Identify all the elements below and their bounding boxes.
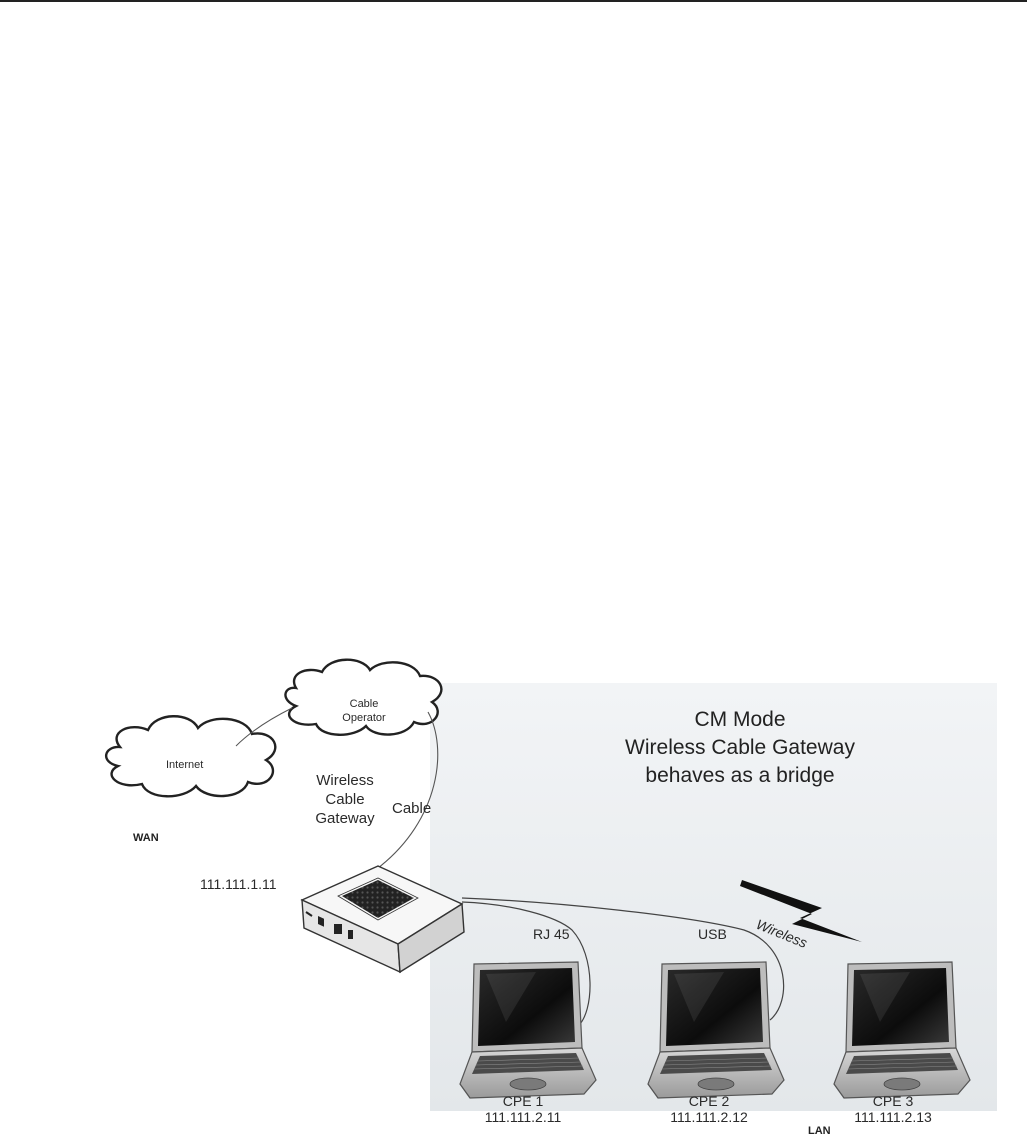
cpe-3-laptop-icon	[834, 962, 970, 1098]
cpe-1-name: CPE 1	[448, 1093, 598, 1109]
cpe-3-name: CPE 3	[818, 1093, 968, 1109]
cable-operator-label-line-1: Cable	[334, 697, 394, 711]
gateway-label-line-2: Cable	[300, 790, 390, 809]
diagram-title: CM Mode Wireless Cable Gateway behaves a…	[555, 706, 925, 790]
cable-link-label: Cable	[392, 800, 431, 817]
usb-link-label: USB	[698, 926, 727, 942]
wan-label: WAN	[133, 832, 159, 844]
gateway-label-line-3: Gateway	[300, 809, 390, 828]
cpe-2-laptop-icon	[648, 962, 784, 1098]
cable-operator-label: Cable Operator	[334, 697, 394, 725]
title-line-2: Wireless Cable Gateway	[555, 734, 925, 762]
gateway-ip: 111.111.1.11	[200, 876, 277, 892]
cable-operator-label-line-2: Operator	[334, 711, 394, 725]
cpe-1-ip: 111.111.2.11	[448, 1109, 598, 1125]
cpe-1-label: CPE 1 111.111.2.11	[448, 1093, 598, 1125]
lan-label: LAN	[808, 1125, 831, 1137]
gateway-label: Wireless Cable Gateway	[300, 771, 390, 828]
internet-cloud	[106, 716, 275, 796]
title-line-1: CM Mode	[555, 706, 925, 734]
cpe-3-label: CPE 3 111.111.2.13	[818, 1093, 968, 1125]
rj45-link-label: RJ 45	[533, 926, 570, 942]
gateway-label-line-1: Wireless	[300, 771, 390, 790]
cpe-2-name: CPE 2	[634, 1093, 784, 1109]
cpe-2-ip: 111.111.2.12	[634, 1109, 784, 1125]
cpe-3-ip: 111.111.2.13	[818, 1109, 968, 1125]
title-line-3: behaves as a bridge	[555, 762, 925, 790]
internet-label: Internet	[166, 759, 203, 771]
cpe-1-laptop-icon	[460, 962, 596, 1098]
cpe-2-label: CPE 2 111.111.2.12	[634, 1093, 784, 1125]
